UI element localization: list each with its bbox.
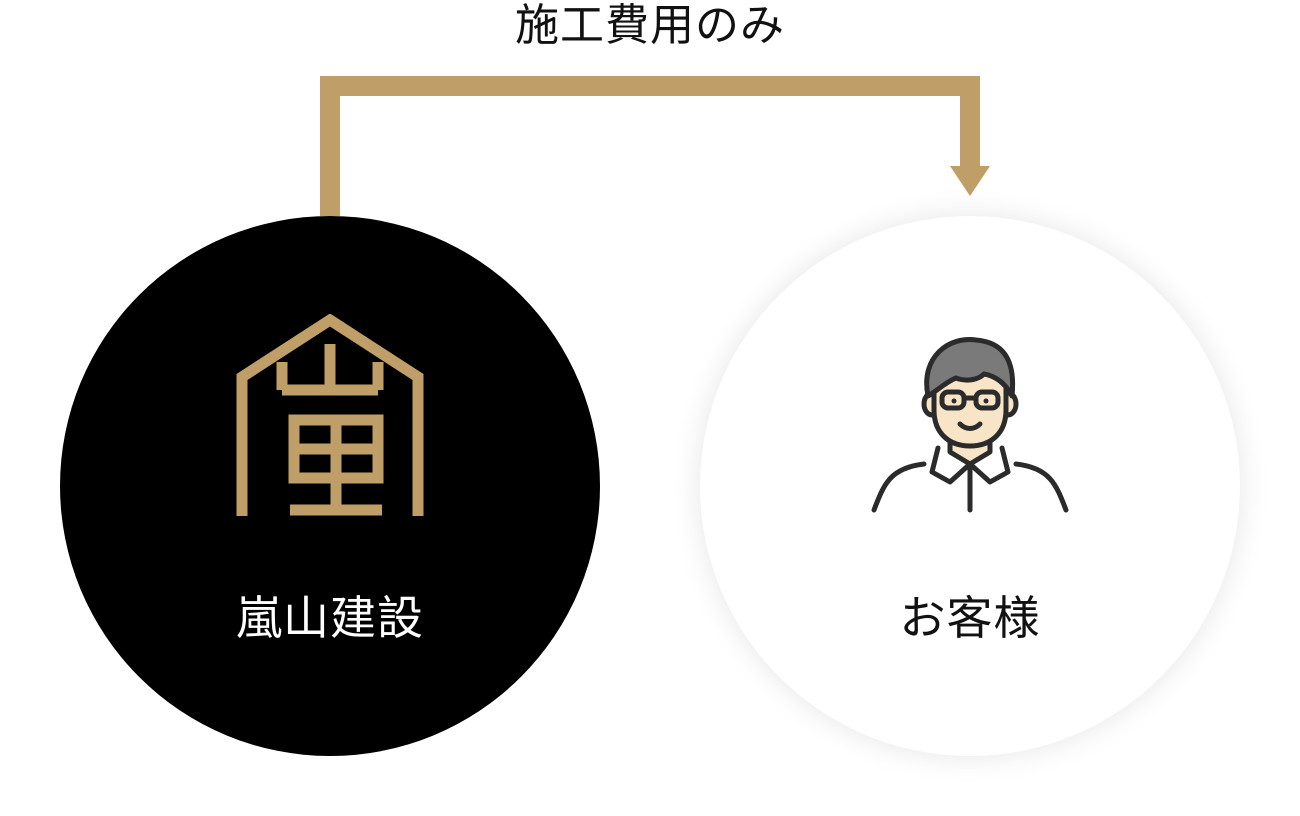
company-circle: 嵐山建設: [60, 216, 600, 756]
flow-label: 施工費用のみ: [515, 0, 785, 51]
customer-circle: お客様: [700, 216, 1240, 756]
customer-name: お客様: [899, 591, 1041, 645]
flow-arrow-head: [950, 166, 990, 196]
flow-arrow-line: [320, 76, 980, 216]
company-name: 嵐山建設: [236, 591, 424, 645]
person-with-glasses-icon: [871, 337, 1069, 513]
arashiyama-house-logo-icon: [236, 314, 424, 516]
